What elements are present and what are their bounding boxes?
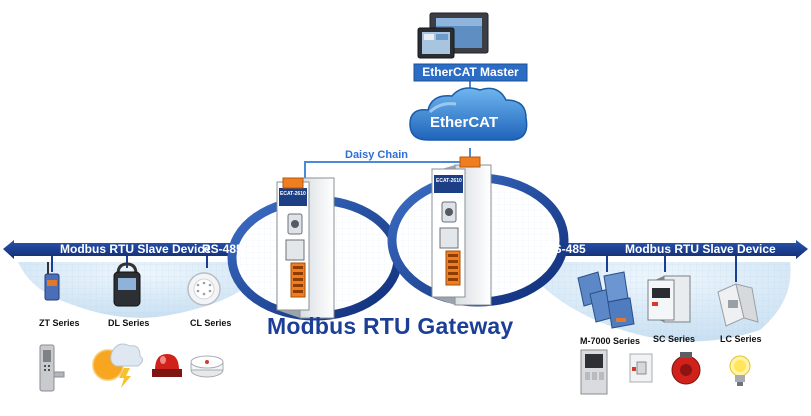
ethercat-master-label: EtherCAT Master: [422, 65, 519, 79]
left-slave-device-label: Modbus RTU Slave Device: [60, 242, 211, 256]
cl-series-label: CL Series: [190, 318, 232, 328]
dl-series-device-icon: [113, 262, 141, 307]
left-rs485-bar: [3, 240, 268, 259]
sc-series-device-icon: [647, 275, 691, 323]
smoke-detector-icon: [190, 355, 224, 378]
hmi-panel-icon: [417, 12, 489, 59]
weather-sun-icon: [92, 343, 144, 388]
dl-series-label: DL Series: [108, 318, 150, 328]
left-gateway-model: ECAT-2610: [280, 191, 306, 197]
sc-series-label: SC Series: [653, 334, 696, 344]
m7000-series-device-icon: [577, 271, 635, 329]
right-slave-device-label: Modbus RTU Slave Device: [625, 242, 776, 256]
daisy-chain-label: Daisy Chain: [345, 149, 408, 161]
left-bus-drops: [51, 256, 208, 272]
zt-series-label: ZT Series: [39, 318, 80, 328]
zt-series-device-icon: [44, 262, 60, 301]
right-gateway-model: ECAT-2610: [436, 178, 462, 184]
right-rs485-label: RS-485: [545, 242, 586, 256]
fire-alarm-bell-icon: [671, 352, 701, 385]
light-bulb-icon: [729, 355, 751, 386]
door-lock-icon: [39, 344, 65, 392]
right-bus-drops: [606, 256, 737, 282]
left-rs485-label: RS-485: [202, 242, 243, 256]
gateway-title: Modbus RTU Gateway: [267, 313, 514, 339]
master-box: [413, 63, 528, 82]
cl-series-device-icon: [187, 272, 221, 306]
lc-series-label: LC Series: [720, 334, 762, 344]
right-rs485-bar: [528, 240, 808, 259]
lc-series-device-icon: [717, 283, 759, 327]
m7000-series-label: M-7000 Series: [580, 336, 641, 346]
ethercat-cloud-icon: [409, 87, 528, 141]
wall-switch-icon: [629, 353, 653, 383]
left-gateway-device: [276, 177, 335, 319]
right-gateway-device: [431, 156, 492, 306]
ethercat-cloud-label: EtherCAT: [430, 114, 499, 131]
alarm-light-icon: [152, 354, 182, 377]
switch-panel-icon: [580, 349, 608, 395]
